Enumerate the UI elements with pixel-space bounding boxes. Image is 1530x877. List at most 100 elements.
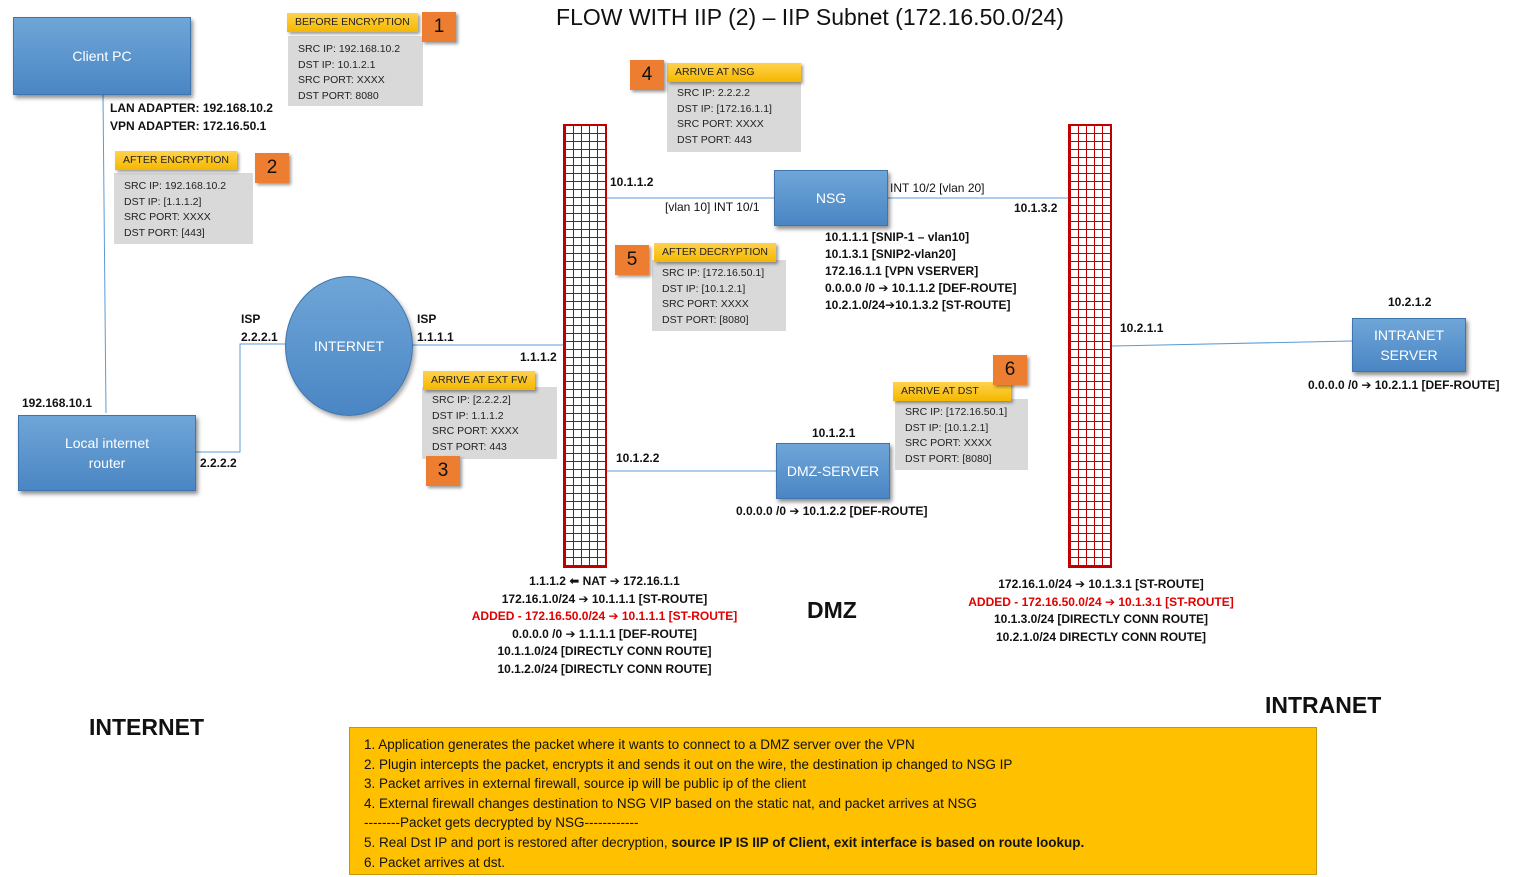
fw2-route-row: 10.2.1.0/24 DIRECTLY CONN ROUTE] [995,629,1207,644]
packet-3-row: SRC IP: [2.2.2.2] [432,394,511,406]
step-badge-1: 1 [422,12,456,42]
step-badge-4: 4 [630,60,664,90]
note-line: 6. Packet arrives at dst. [364,854,506,870]
zone-intranet-label: INTRANET [1265,692,1382,718]
fw2-nsg-side-ip: 10.1.3.2 [1014,201,1058,215]
isp-right-label: ISP [417,312,437,326]
intranet-server-label-1: INTRANET [1374,327,1444,343]
packet-4-row: DST PORT: 443 [677,133,752,146]
fw1-route-row: 172.16.1.0/24 ➔ 10.1.1.1 [ST-ROUTE] [501,591,708,606]
packet-box-1: SRC IP: 192.168.10.2 DST IP: 10.1.2.1 SR… [288,36,423,106]
client-pc-node[interactable]: Client PC [13,17,191,95]
step-badge-6: 6 [993,355,1027,385]
fw2-route-row: 172.16.1.0/24 ➔ 10.1.3.1 [ST-ROUTE] [998,577,1204,591]
packet-6-row: DST PORT: [8080] [905,452,992,465]
fw2-route-row-added: ADDED - 172.16.50.0/24 ➔ 10.1.3.1 [ST-RO… [968,594,1234,609]
fw1-outside-ip: 1.1.1.2 [520,350,557,364]
step-badge-5: 5 [615,245,649,275]
packet-1-row: SRC IP: 192.168.10.2 [298,43,401,55]
note-line: 3. Packet arrives in external firewall, … [364,776,806,792]
packet-4-row: SRC PORT: XXXX [677,118,764,130]
zone-dmz-label: DMZ [807,597,857,623]
nsg-label: NSG [815,190,847,206]
packet-5-row: SRC PORT: XXXX [662,298,749,310]
isp-right-ip: 1.1.1.1 [417,330,454,344]
packet-3-row: DST PORT: 443 [432,440,507,453]
packet-5-header: AFTER DECRYPTION [654,243,776,262]
note-line-5-prefix: 5. Real Dst IP and port is restored afte… [364,834,672,850]
fw1-route-table: 1.1.1.2 ⬅ NAT ➔ 172.16.1.1 172.16.1.0/24… [412,573,797,678]
fw2-route-table: 172.16.1.0/24 ➔ 10.1.3.1 [ST-ROUTE] ADDE… [910,576,1292,646]
packet-2-row: SRC PORT: XXXX [124,211,211,223]
nsg-config-row: 10.1.1.1 [SNIP-1 – vlan10] [825,230,970,244]
packet-box-2: SRC IP: 192.168.10.2 DST IP: [1.1.1.2] S… [114,173,253,244]
note-line: --------Packet gets decrypted by NSG----… [364,815,639,831]
intranet-server-route: 0.0.0.0 /0 ➔ 10.2.1.1 [DEF-ROUTE] [1308,378,1500,392]
isp-left-ip: 2.2.2.1 [241,330,278,344]
fw2-route-row: 10.1.3.0/24 [DIRECTLY CONN ROUTE] [993,612,1209,626]
nsg-node[interactable]: NSG [774,170,888,226]
nsg-config-row: 172.16.1.1 [VPN VSERVER] [825,264,979,278]
vpn-adapter-label: VPN ADAPTER: 172.16.50.1 [110,119,267,133]
link-router-internet [196,343,285,453]
link-client-router [102,94,107,414]
flow-notes: 1. Application generates the packet wher… [349,727,1317,875]
local-router-label-1: Local internet [64,435,150,451]
dmz-server-node[interactable]: DMZ-SERVER [776,443,890,499]
packet-5-row: DST IP: [10.1.2.1] [662,282,746,295]
local-router-node[interactable]: Local internet router [18,415,196,491]
packet-1-row: SRC PORT: XXXX [298,74,385,86]
packet-3-row: SRC PORT: XXXX [432,425,519,437]
fw1-dmz-side-ip: 10.1.2.2 [616,451,660,465]
fw1-route-row: 10.1.1.0/24 [DIRECTLY CONN ROUTE] [497,644,712,658]
packet-5-row: SRC IP: [172.16.50.1] [662,267,765,279]
packet-2-header: AFTER ENCRYPTION [115,151,237,170]
packet-box-5: SRC IP: [172.16.50.1] DST IP: [10.1.2.1]… [652,260,786,331]
internal-firewall[interactable] [1068,124,1112,568]
router-lan-ip: 192.168.10.1 [22,396,93,410]
packet-1-row: DST IP: 10.1.2.1 [298,58,376,71]
nsg-config-list: 10.1.1.1 [SNIP-1 – vlan10] 10.1.3.1 [SNI… [825,229,1016,314]
router-wan-ip: 2.2.2.2 [200,456,237,470]
dmz-server-route: 0.0.0.0 /0 ➔ 10.1.2.2 [DEF-ROUTE] [736,504,928,518]
packet-4-row: DST IP: [172.16.1.1] [677,102,772,115]
note-line-5-bold: source IP IS IIP of Client, exit interfa… [671,834,1085,850]
packet-box-3: SRC IP: [2.2.2.2] DST IP: 1.1.1.2 SRC PO… [422,387,557,459]
page-title: FLOW WITH IIP (2) – IIP Subnet (172.16.5… [556,4,1064,30]
note-line: 2. Plugin intercepts the packet, encrypt… [364,756,1013,772]
packet-6-row: DST IP: [10.1.2.1] [905,421,989,434]
dmz-server-ip: 10.1.2.1 [812,426,856,440]
packet-1-row: DST PORT: 8080 [298,89,379,102]
fw2-intranet-side-ip: 10.2.1.1 [1120,321,1164,335]
client-pc-label: Client PC [72,48,132,64]
nsg-interface-right: INT 10/2 [vlan 20] [890,181,985,195]
packet-1-header: BEFORE ENCRYPTION [287,13,418,32]
packet-2-row: DST PORT: [443] [124,226,205,239]
nsg-config-row: 0.0.0.0 /0 ➔ 10.1.1.2 [DEF-ROUTE] [825,281,1017,295]
intranet-server-ip: 10.2.1.2 [1388,295,1432,309]
packet-4-row: SRC IP: 2.2.2.2 [677,87,750,99]
packet-6-header: ARRIVE AT DST [893,382,1011,401]
intranet-server-node[interactable]: INTRANET SERVER [1352,318,1466,372]
note-line-5: 5. Real Dst IP and port is restored afte… [364,833,1302,853]
nsg-config-row: 10.2.1.0/24➔10.1.3.2 [ST-ROUTE] [825,298,1011,312]
link-fw2-intranet-server [1111,340,1353,347]
nsg-interface-left: [vlan 10] INT 10/1 [665,200,760,214]
packet-5-row: DST PORT: [8080] [662,313,749,326]
external-firewall[interactable] [563,124,607,568]
dmz-server-label: DMZ-SERVER [786,463,880,479]
packet-3-row: DST IP: 1.1.1.2 [432,409,504,422]
packet-2-row: SRC IP: 192.168.10.2 [124,180,227,192]
packet-4-header: ARRIVE AT NSG [667,63,801,82]
internet-cloud[interactable]: INTERNET [285,276,413,416]
fw1-route-row-added: ADDED - 172.16.50.0/24 ➔ 10.1.1.1 [ST-RO… [471,609,738,623]
lan-adapter-label: LAN ADAPTER: 192.168.10.2 [110,101,273,115]
local-router-label-2: router [88,455,126,471]
packet-box-4: SRC IP: 2.2.2.2 DST IP: [172.16.1.1] SRC… [667,80,801,152]
packet-2-row: DST IP: [1.1.1.2] [124,195,202,208]
note-line: 4. External firewall changes destination… [364,795,977,811]
note-line: 1. Application generates the packet wher… [364,737,915,752]
intranet-server-label-2: SERVER [1380,347,1438,363]
nsg-config-row: 10.1.3.1 [SNIP2-vlan20] [825,247,956,261]
